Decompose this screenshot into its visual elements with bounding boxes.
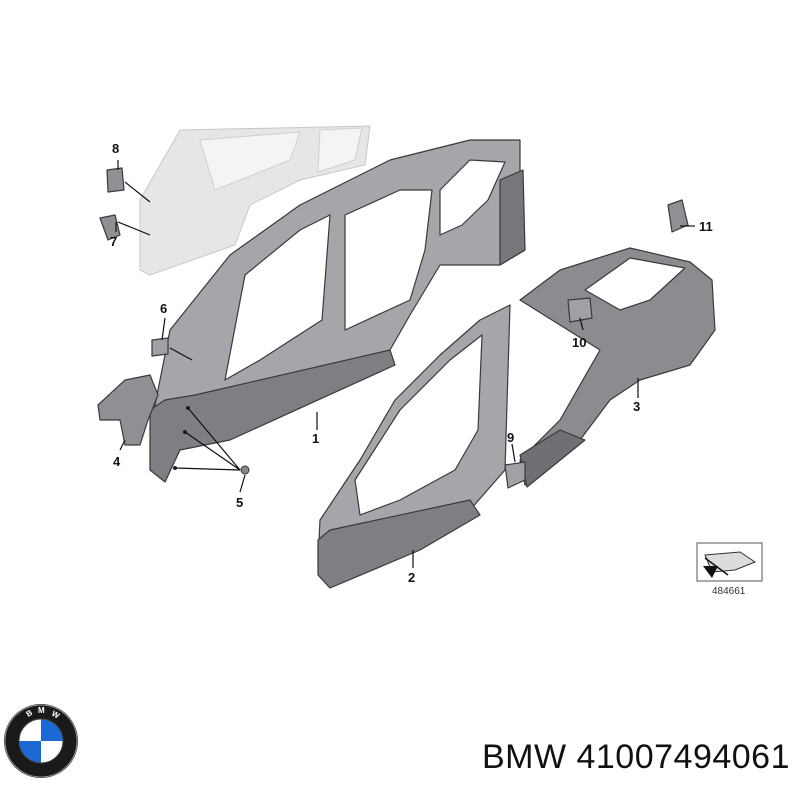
callout-10: 10 [572,335,586,350]
bracket-part-7 [99,214,121,241]
svg-text:B: B [25,708,35,719]
callout-3: 3 [633,399,640,414]
callout-6: 6 [160,301,167,316]
callout-7: 7 [110,234,117,249]
svg-text:M: M [38,706,45,715]
bracket-part-9 [504,461,526,489]
callout-1: 1 [312,431,319,446]
callout-9: 9 [507,430,514,445]
rear-panel-part-3 [519,247,716,488]
side-frame-part-1 [149,139,526,483]
bracket-part-4 [97,374,159,446]
bracket-part-8 [106,167,125,193]
callout-8: 8 [112,141,119,156]
leader-lines [115,160,695,568]
reference-number: 484661 [712,586,746,597]
bmw-logo-icon: B M W [4,704,78,778]
callout-2: 2 [408,570,415,585]
callout-11: 11 [699,219,713,234]
reference-icon-box [696,542,763,582]
svg-text:W: W [50,709,61,721]
side-frame-part-2 [317,304,511,589]
bracket-part-10 [567,297,593,323]
part-number-label: BMW 41007494061 [481,738,790,776]
bracket-part-11 [667,199,689,233]
callout-5: 5 [236,495,243,510]
bracket-part-6 [151,337,169,357]
callout-4: 4 [113,454,121,469]
ghost-side-frame [139,125,371,276]
